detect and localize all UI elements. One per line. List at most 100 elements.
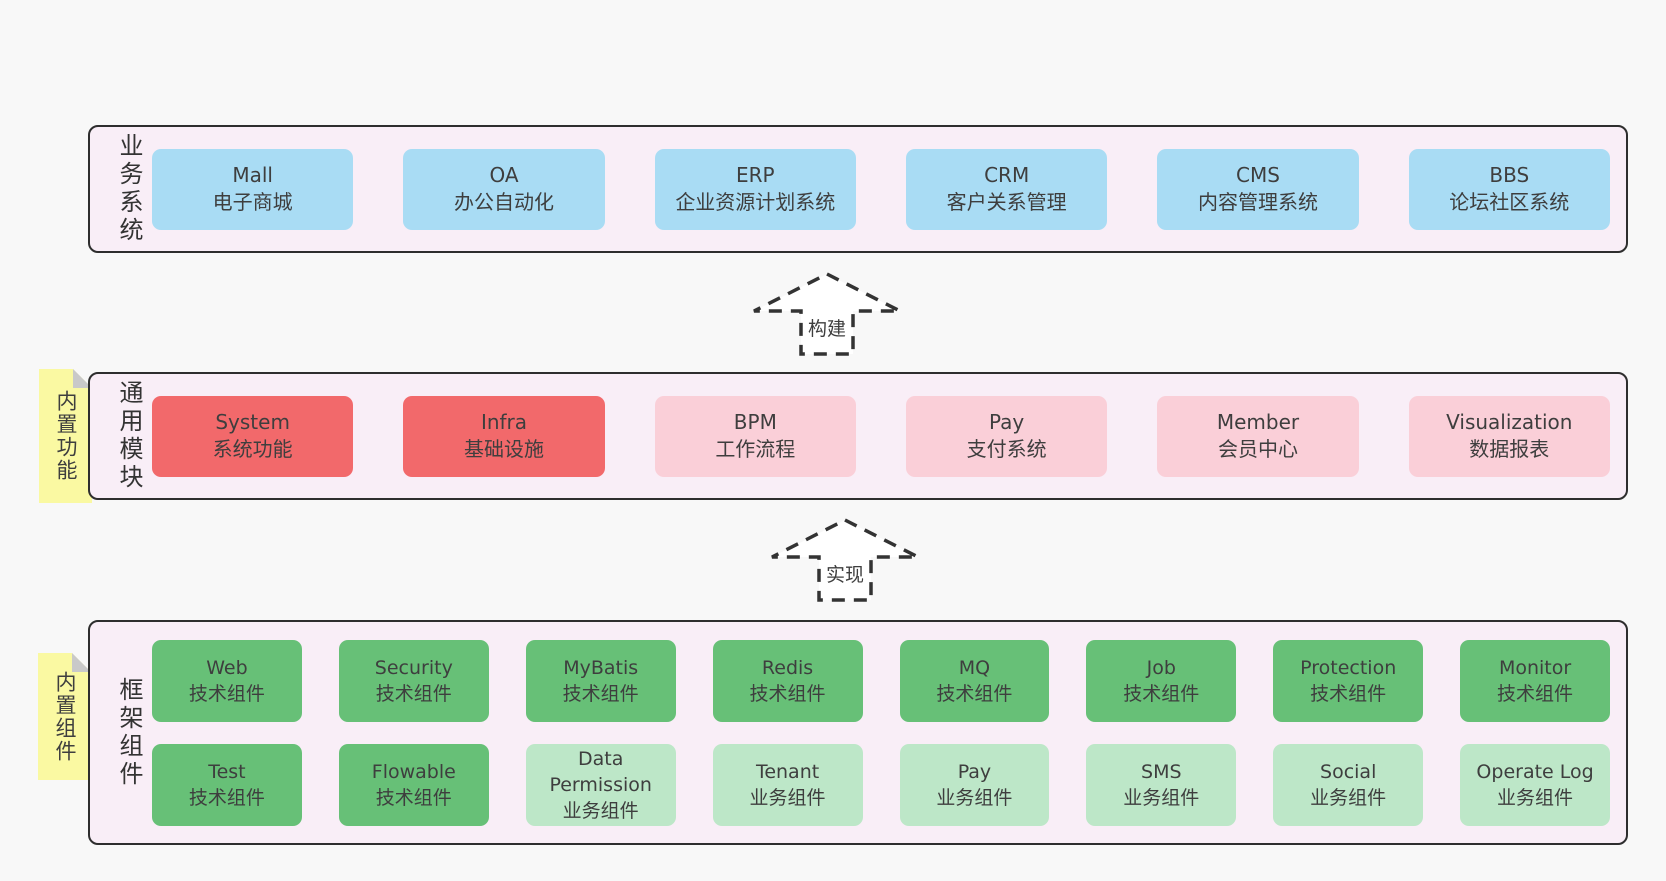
module-box-name: Member [1216, 410, 1300, 434]
module-box-name: Job [1146, 656, 1176, 679]
module-box-name: Web [206, 656, 248, 679]
module-box-desc: 业务组件 [1123, 786, 1200, 809]
module-box-desc: 业务组件 [562, 799, 639, 822]
module-box-name: Monitor [1498, 656, 1572, 679]
module-box-desc: 技术组件 [1310, 682, 1387, 705]
module-box-desc: 工作流程 [715, 437, 796, 461]
module-box-name: Pay [989, 410, 1025, 434]
module-box-data-permission: Data Permission 业务组件 [525, 743, 676, 826]
module-box-bpm: BPM 工作流程 [654, 395, 856, 477]
module-box-desc: 企业资源计划系统 [675, 190, 836, 214]
module-box-desc: 电子商城 [212, 190, 293, 214]
module-box-desc: 会员中心 [1217, 437, 1298, 461]
module-box-name: OA [489, 163, 519, 187]
module-box-name: Infra [480, 410, 528, 434]
module-box-name: Protection [1300, 656, 1397, 679]
module-box-name: Mall [232, 163, 273, 187]
module-box-name: SMS [1141, 760, 1182, 783]
module-box-desc: 基础设施 [463, 437, 544, 461]
sticky-note-builtin-components: 内置组件 [38, 653, 91, 780]
module-box-desc: 系统功能 [212, 437, 293, 461]
module-box-desc: 技术组件 [188, 682, 265, 705]
arrow-implement: 实现 [770, 518, 920, 602]
module-box-erp: ERP 企业资源计划系统 [654, 148, 856, 230]
module-box-name: ERP [736, 163, 775, 187]
sticky-note-builtin-features-label: 内置功能 [54, 390, 79, 482]
module-box-desc: 客户关系管理 [946, 190, 1067, 214]
module-box-member: Member 会员中心 [1157, 395, 1359, 477]
module-box-name: Flowable [371, 760, 456, 783]
layer-business-systems: 业务系统 Mall 电子商城 OA 办公自动化 ERP 企业资源计划系统 CRM 客户关系管理… [88, 125, 1628, 253]
module-box-mq: MQ 技术组件 [899, 639, 1050, 722]
box-row: System 系统功能 Infra 基础设施 BPM 工作流程 Pay 支付系统 Member 会… [152, 395, 1610, 477]
module-box-desc: 支付系统 [966, 437, 1047, 461]
module-box-desc: 业务组件 [936, 786, 1013, 809]
layer-common-modules: 通用模块 System 系统功能 Infra 基础设施 BPM 工作流程 Pay 支付系统 Me… [88, 372, 1628, 500]
module-box-desc: 内容管理系统 [1197, 190, 1318, 214]
box-grid-common-modules: System 系统功能 Infra 基础设施 BPM 工作流程 Pay 支付系统 Member 会… [152, 395, 1610, 477]
module-box-social: Social 业务组件 [1273, 743, 1424, 826]
box-grid-business-systems: Mall 电子商城 OA 办公自动化 ERP 企业资源计划系统 CRM 客户关系管理 CMS 内容… [152, 148, 1610, 230]
module-box-name: Visualization [1446, 410, 1573, 434]
module-box-desc: 技术组件 [936, 682, 1013, 705]
module-box-system: System 系统功能 [152, 395, 354, 477]
module-box-security: Security 技术组件 [338, 639, 489, 722]
module-box-desc: 技术组件 [562, 682, 639, 705]
module-box-sms: SMS 业务组件 [1086, 743, 1237, 826]
module-box-flowable: Flowable 技术组件 [338, 743, 489, 826]
layer-title-framework-components: 框架组件 [115, 676, 143, 789]
module-box-desc: 业务组件 [1497, 786, 1574, 809]
layer-title-common-modules: 通用模块 [115, 380, 143, 492]
module-box-name: Data Permission [549, 747, 652, 796]
module-box-operate-log: Operate Log 业务组件 [1460, 743, 1610, 826]
module-box-desc: 办公自动化 [453, 190, 554, 214]
module-box-job: Job 技术组件 [1086, 639, 1237, 722]
module-box-name: Operate Log [1476, 760, 1594, 783]
module-box-desc: 论坛社区系统 [1449, 190, 1570, 214]
module-box-desc: 技术组件 [375, 786, 452, 809]
module-box-name: CRM [984, 163, 1030, 187]
module-box-desc: 技术组件 [188, 786, 265, 809]
module-box-desc: 技术组件 [375, 682, 452, 705]
arrow-implement-label: 实现 [823, 560, 867, 587]
module-box-name: CMS [1236, 163, 1280, 187]
module-box-visualization: Visualization 数据报表 [1408, 395, 1610, 477]
module-box-oa: OA 办公自动化 [403, 148, 605, 230]
module-box-desc: 业务组件 [749, 786, 826, 809]
module-box-desc: 技术组件 [1497, 682, 1574, 705]
box-row: Mall 电子商城 OA 办公自动化 ERP 企业资源计划系统 CRM 客户关系管理 CMS 内容… [152, 148, 1610, 230]
module-box-pay: Pay 支付系统 [905, 395, 1108, 477]
module-box-protection: Protection 技术组件 [1273, 639, 1424, 722]
module-box-name: System [215, 410, 290, 434]
module-box-name: Test [208, 760, 246, 783]
module-box-tenant: Tenant 业务组件 [712, 743, 863, 826]
module-box-cms: CMS 内容管理系统 [1157, 148, 1359, 230]
module-box-desc: 业务组件 [1310, 786, 1387, 809]
module-box-crm: CRM 客户关系管理 [905, 148, 1108, 230]
module-box-infra: Infra 基础设施 [403, 395, 605, 477]
arrow-build-label: 构建 [805, 314, 849, 341]
module-box-monitor: Monitor 技术组件 [1460, 639, 1610, 722]
module-box-mall: Mall 电子商城 [152, 148, 354, 230]
module-box-web: Web 技术组件 [152, 639, 302, 722]
module-box-test: Test 技术组件 [152, 743, 302, 826]
module-box-name: Security [374, 656, 453, 679]
layer-title-business-systems: 业务系统 [115, 133, 143, 245]
module-box-name: MQ [958, 656, 991, 679]
module-box-name: BPM [733, 410, 777, 434]
sticky-note-builtin-features: 内置功能 [39, 369, 92, 503]
module-box-desc: 技术组件 [1123, 682, 1200, 705]
module-box-name: Social [1320, 760, 1377, 783]
module-box-desc: 数据报表 [1469, 437, 1550, 461]
sticky-note-builtin-components-label: 内置组件 [53, 670, 78, 763]
module-box-name: Tenant [755, 760, 820, 783]
